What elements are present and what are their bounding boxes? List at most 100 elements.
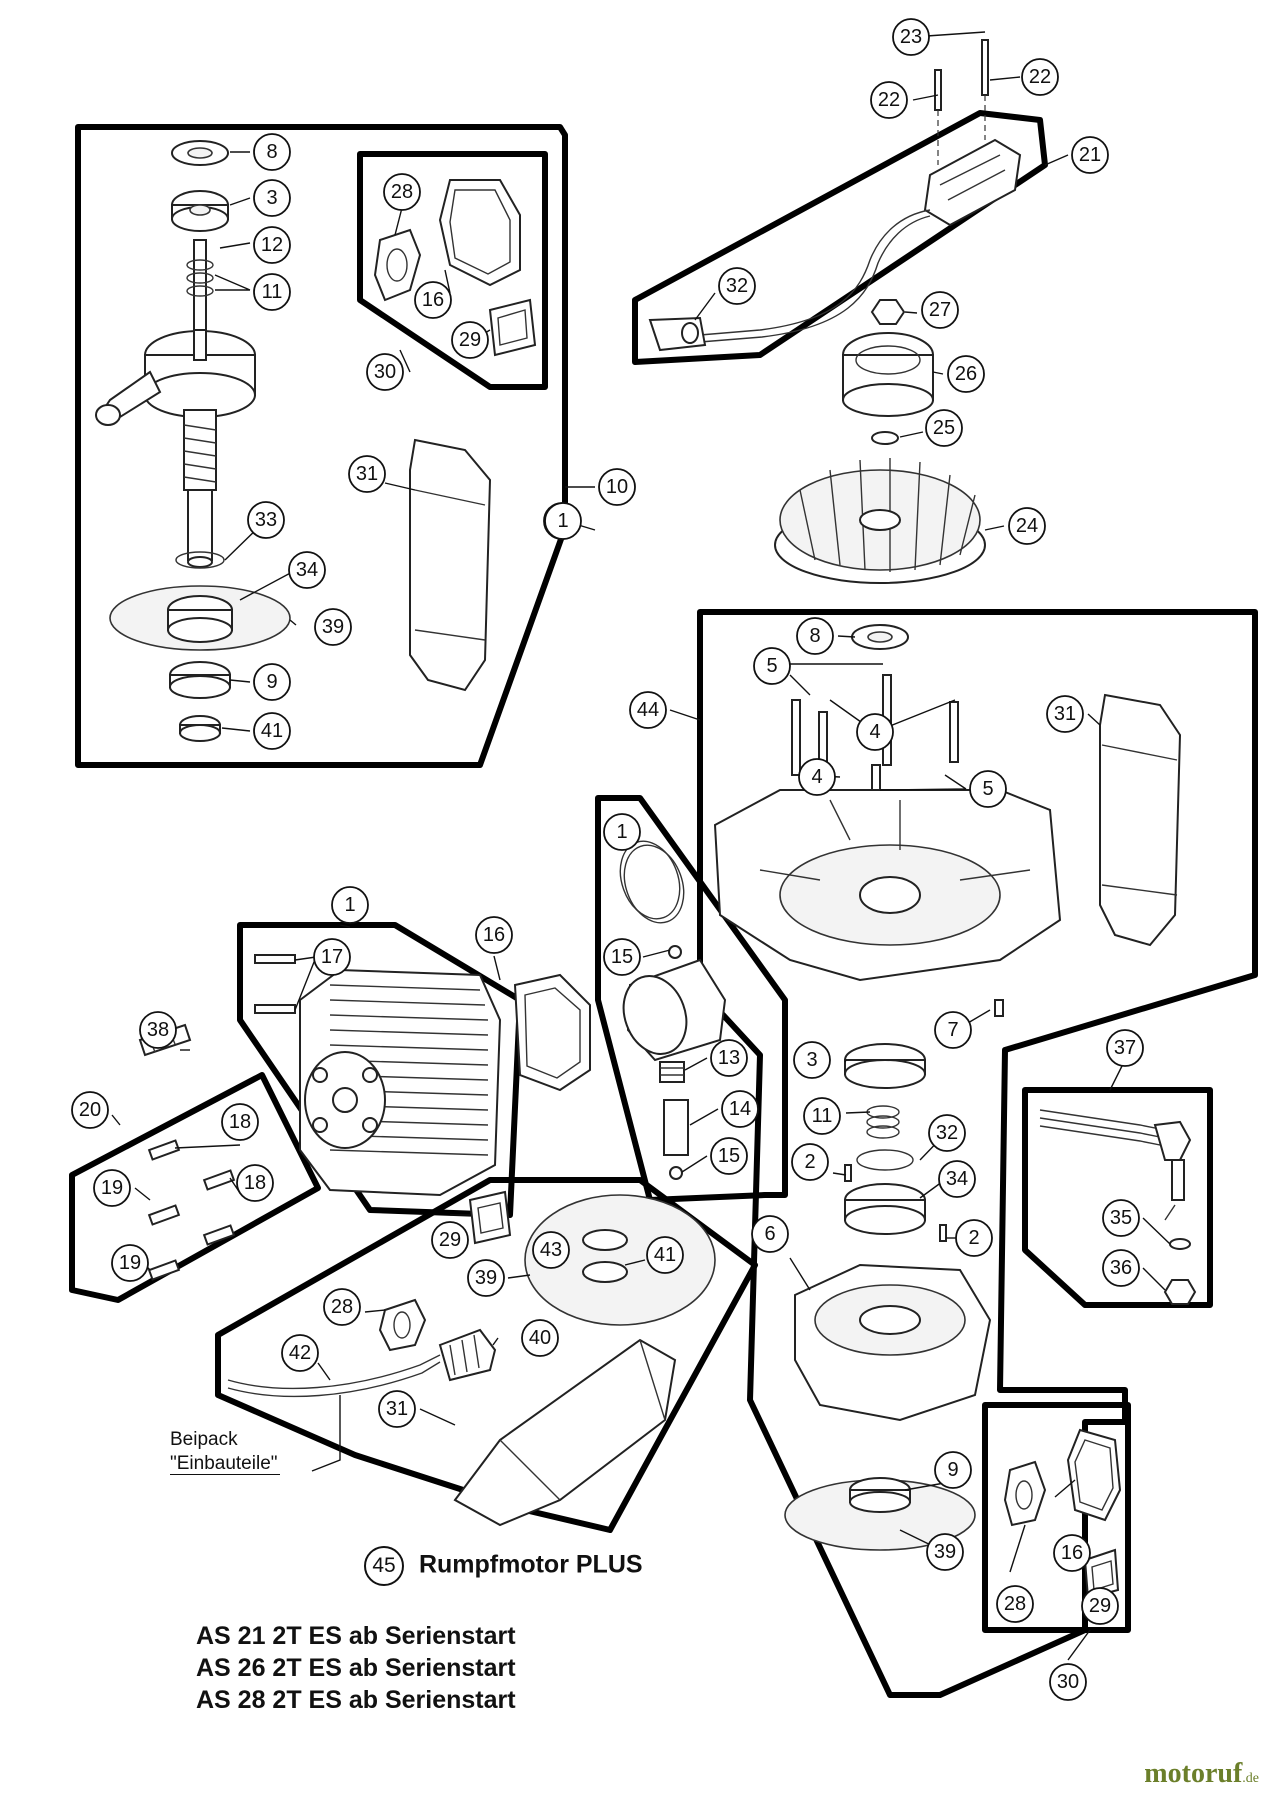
svg-text:28: 28 [331,1296,353,1318]
svg-text:29: 29 [439,1229,461,1251]
callout-3: 3 [253,179,291,217]
callout-34: 34 [288,551,326,589]
callout-18-top: 18 [221,1103,259,1141]
callout-8-right: 8 [796,617,834,655]
crankcase-lower-half-drawing [784,1043,992,1551]
callout-9: 9 [253,663,291,701]
svg-text:7: 7 [947,1019,958,1041]
callout-30-lower: 30 [1049,1663,1087,1701]
svg-text:25: 25 [933,417,955,439]
svg-text:30: 30 [1057,1671,1079,1693]
callout-12: 12 [253,226,291,264]
callout-16-cylinder: 16 [475,916,513,954]
callout-38: 38 [139,1011,177,1049]
callout-8: 8 [253,133,291,171]
svg-text:22: 22 [878,89,900,111]
callout-11-lower: 11 [803,1097,841,1135]
callout-22-left: 22 [870,81,908,119]
callout-19-bottom: 19 [111,1244,149,1282]
svg-text:12: 12 [261,234,283,256]
crankcase-drawing [713,624,1062,1017]
assembly-title-label: Rumpfmotor PLUS [418,1550,643,1579]
svg-text:3: 3 [266,187,277,209]
svg-text:6: 6 [764,1223,775,1245]
svg-text:39: 39 [322,616,344,638]
svg-text:16: 16 [1061,1542,1083,1564]
svg-text:28: 28 [1004,1593,1026,1615]
assembly-title-number: 45 [364,1546,404,1586]
callout-44: 44 [629,691,667,729]
svg-text:27: 27 [929,299,951,321]
callout-29-beipack: 29 [431,1221,469,1259]
svg-text:37: 37 [1114,1037,1136,1059]
svg-text:31: 31 [386,1398,408,1420]
callout-20: 20 [71,1091,109,1129]
callout-42: 42 [281,1334,319,1372]
svg-text:41: 41 [654,1244,676,1266]
svg-text:36: 36 [1110,1257,1132,1279]
beipack-label: Beipack "Einbauteile" [170,1428,280,1476]
callout-9-lower: 9 [934,1451,972,1489]
svg-text:18: 18 [229,1111,251,1133]
svg-text:35: 35 [1110,1207,1132,1229]
model-line-1: AS 21 2T ES ab Serienstart [196,1622,516,1650]
svg-text:5: 5 [766,655,777,677]
svg-text:8: 8 [809,625,820,647]
callout-29-lower: 29 [1081,1587,1119,1625]
callout-21: 21 [1071,136,1109,174]
svg-text:34: 34 [296,559,318,581]
svg-text:43: 43 [540,1239,562,1261]
svg-text:15: 15 [718,1145,740,1167]
assembly-title: 45 Rumpfmotor PLUS [364,1546,643,1586]
callout-4-top: 4 [856,713,894,751]
svg-text:2: 2 [968,1227,979,1249]
callout-28-lower: 28 [996,1585,1034,1623]
callout-7: 7 [934,1011,972,1049]
svg-text:21: 21 [1079,144,1101,166]
svg-text:8: 8 [266,141,277,163]
callout-19-top: 19 [93,1169,131,1207]
svg-text:24: 24 [1016,515,1038,537]
callout-5-top: 5 [753,647,791,685]
svg-text:31: 31 [1054,703,1076,725]
svg-text:31: 31 [356,463,378,485]
callout-43: 43 [532,1231,570,1269]
svg-text:42: 42 [289,1342,311,1364]
svg-text:1: 1 [557,510,568,532]
svg-text:20: 20 [79,1099,101,1121]
svg-text:16: 16 [422,289,444,311]
svg-text:26: 26 [955,363,977,385]
svg-text:3: 3 [806,1049,817,1071]
svg-text:4: 4 [811,766,822,788]
group-30-gasket-set-outline [357,151,548,390]
callout-22-right: 22 [1021,58,1059,96]
motoruf-logo: motoruf.de [1144,1758,1259,1790]
callout-30: 30 [366,353,404,391]
logo-name: motoruf [1144,1758,1243,1789]
svg-text:14: 14 [729,1098,751,1120]
svg-text:9: 9 [947,1459,958,1481]
callout-3-lower: 3 [793,1041,831,1079]
callout-40: 40 [521,1319,559,1357]
fan-wheel-assembly-drawing [774,299,986,584]
svg-text:9: 9 [266,671,277,693]
svg-text:33: 33 [255,509,277,531]
svg-text:41: 41 [261,720,283,742]
beipack-line-2: "Einbauteile" [170,1453,280,1475]
beipack-line-1: Beipack [170,1429,238,1450]
crankshaft-assembly-drawing [95,140,291,742]
callout-2-left: 2 [791,1143,829,1181]
callout-15-top: 15 [603,938,641,976]
svg-text:39: 39 [934,1541,956,1563]
svg-text:17: 17 [321,946,343,968]
gasket-set-upper-drawing [373,179,537,357]
callout-24: 24 [1008,507,1046,545]
callout-26: 26 [947,355,985,393]
callout-33: 33 [247,501,285,539]
svg-text:18: 18 [244,1172,266,1194]
callout-1-ring: 1 [603,813,641,851]
logo-tld: .de [1242,1771,1259,1786]
group-beipack-outline [215,1177,758,1533]
model-line-2: AS 26 2T ES ab Serienstart [196,1654,516,1682]
